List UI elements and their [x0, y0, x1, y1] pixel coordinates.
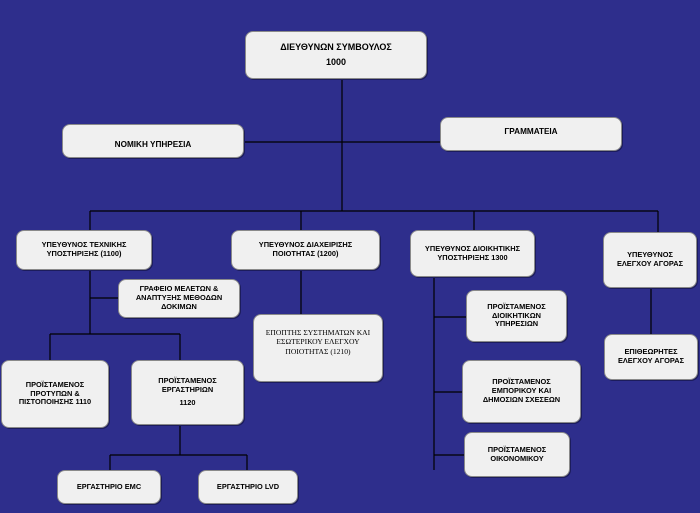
finance-box: ΠΡΟΪΣΤΑΜΕΝΟΣ ΟΙΚΟΝΟΜΙΚΟΥ [464, 432, 570, 477]
labs-line-3: 1120 [179, 398, 196, 408]
standards-line-3: ΠΙΣΤΟΠΟΙΗΣΗΣ 1110 [18, 397, 92, 407]
labs-line-1: ΠΡΟΪΣΤΑΜΕΝΟΣ [158, 375, 217, 385]
commercial-line-1: ΠΡΟΪΣΤΑΜΕΝΟΣ [492, 377, 551, 387]
legal-title: ΝΟΜΙΚΗ ΥΠΗΡΕΣΙΑ [114, 140, 192, 150]
technical-code: ΥΠΟΣΤΗΡΙΞΗΣ (1100) [46, 249, 122, 258]
standards-line-2: ΠΡΟΤΥΠΩΝ & [30, 388, 80, 398]
technical-box: ΥΠΕΥΘΥΝΟΣ ΤΕΧΝΙΚΗΣ ΥΠΟΣΤΗΡΙΞΗΣ (1100) [16, 230, 152, 270]
admin-services-line-3: ΥΠΗΡΕΣΙΩΝ [494, 319, 539, 329]
studies-line-1: ΓΡΑΦΕΙΟ ΜΕΛΕΤΩΝ & [139, 284, 219, 294]
admin-title: ΥΠΕΥΘΥΝΟΣ ΔΙΟΙΚΗΤΙΚΗΣ [424, 243, 521, 253]
lvd-box: ΕΡΓΑΣΤΗΡΙΟ LVD [198, 470, 298, 504]
standards-box: ΠΡΟΪΣΤΑΜΕΝΟΣ ΠΡΟΤΥΠΩΝ & ΠΙΣΤΟΠΟΙΗΣΗΣ 111… [1, 360, 109, 428]
qa-inspector-line-2: ΕΣΩΤΕΡΙΚΟΥ ΕΛΕΓΧΟΥ [276, 337, 360, 347]
finance-line-1: ΠΡΟΪΣΤΑΜΕΝΟΣ [487, 444, 547, 454]
finance-line-2: ΟΙΚΟΝΟΜΙΚΟΥ [490, 453, 544, 463]
inspectors-box: ΕΠΙΘΕΩΡΗΤΕΣ ΕΛΕΓΧΟΥ ΑΓΟΡΑΣ [604, 334, 698, 380]
market-box: ΥΠΕΥΘΥΝΟΣ ΕΛΕΓΧΟΥ ΑΓΟΡΑΣ [603, 232, 697, 288]
labs-box: ΠΡΟΪΣΤΑΜΕΝΟΣ ΕΡΓΑΣΤΗΡΙΩΝ 1120 [131, 360, 244, 425]
emc-box: ΕΡΓΑΣΤΗΡΙΟ EMC [57, 470, 161, 504]
market-subtitle: ΕΛΕΓΧΟΥ ΑΓΟΡΑΣ [616, 259, 684, 268]
commercial-box: ΠΡΟΪΣΤΑΜΕΝΟΣ ΕΜΠΟΡΙΚΟΥ ΚΑΙ ΔΗΜΟΣΙΩΝ ΣΧΕΣ… [462, 360, 581, 423]
secretariat-box: ΓΡΑΜΜΑΤΕΙΑ [440, 117, 622, 151]
qa-inspector-box: ΕΠΟΠΤΗΣ ΣΥΣΤΗΜΑΤΩΝ ΚΑΙ ΕΣΩΤΕΡΙΚΟΥ ΕΛΕΓΧΟ… [253, 314, 383, 382]
commercial-line-3: ΔΗΜΟΣΙΩΝ ΣΧΕΣΕΩΝ [482, 394, 561, 404]
market-title: ΥΠΕΥΘΥΝΟΣ [627, 250, 673, 260]
commercial-line-2: ΕΜΠΟΡΙΚΟΥ ΚΑΙ [491, 386, 552, 396]
ceo-box: ΔΙΕΥΘΥΝΩΝ ΣΥΜΒΟΥΛΟΣ 1000 [245, 31, 427, 79]
labs-line-2: ΕΡΓΑΣΤΗΡΙΩΝ [161, 384, 214, 394]
lvd-title: ΕΡΓΑΣΤΗΡΙΟ LVD [216, 481, 280, 491]
inspectors-line-1: ΕΠΙΘΕΩΡΗΤΕΣ [624, 347, 678, 357]
quality-title: ΥΠΕΥΘΥΝΟΣ ΔΙΑΧΕΙΡΙΣΗΣ [258, 240, 353, 250]
ceo-title: ΔΙΕΥΘΥΝΩΝ ΣΥΜΒΟΥΛΟΣ [280, 42, 392, 53]
quality-code: ΠΟΙΟΤΗΤΑΣ (1200) [272, 249, 339, 258]
studies-line-3: ΔΟΚΙΜΩΝ [161, 301, 197, 311]
quality-box: ΥΠΕΥΘΥΝΟΣ ΔΙΑΧΕΙΡΙΣΗΣ ΠΟΙΟΤΗΤΑΣ (1200) [231, 230, 380, 270]
legal-box: ΝΟΜΙΚΗ ΥΠΗΡΕΣΙΑ [62, 124, 244, 158]
admin-services-line-1: ΠΡΟΪΣΤΑΜΕΝΟΣ [487, 301, 546, 311]
qa-inspector-line-3: ΠΟΙΟΤΗΤΑΣ (1210) [285, 346, 351, 356]
emc-title: ΕΡΓΑΣΤΗΡΙΟ EMC [76, 481, 142, 491]
admin-services-line-2: ΔΙΟΙΚΗΤΙΚΩΝ [491, 310, 541, 320]
qa-inspector-line-1: ΕΠΟΠΤΗΣ ΣΥΣΤΗΜΑΤΩΝ ΚΑΙ [265, 328, 371, 338]
admin-box: ΥΠΕΥΘΥΝΟΣ ΔΙΟΙΚΗΤΙΚΗΣ ΥΠΟΣΤΗΡΙΞΗΣ 1300 [410, 230, 535, 277]
studies-line-2: ΑΝΑΠΤΥΞΗΣ ΜΕΘΟΔΩΝ [135, 293, 223, 303]
inspectors-line-2: ΕΛΕΓΧΟΥ ΑΓΟΡΑΣ [617, 356, 685, 365]
studies-box: ΓΡΑΦΕΙΟ ΜΕΛΕΤΩΝ & ΑΝΑΠΤΥΞΗΣ ΜΕΘΟΔΩΝ ΔΟΚΙ… [118, 279, 240, 318]
technical-title: ΥΠΕΥΘΥΝΟΣ ΤΕΧΝΙΚΗΣ [41, 240, 127, 250]
admin-services-box: ΠΡΟΪΣΤΑΜΕΝΟΣ ΔΙΟΙΚΗΤΙΚΩΝ ΥΠΗΡΕΣΙΩΝ [466, 290, 567, 342]
ceo-code: 1000 [325, 57, 347, 67]
admin-code: ΥΠΟΣΤΗΡΙΞΗΣ 1300 [437, 252, 508, 262]
standards-line-1: ΠΡΟΪΣΤΑΜΕΝΟΣ [25, 379, 85, 389]
secretariat-title: ΓΡΑΜΜΑΤΕΙΑ [504, 127, 558, 137]
